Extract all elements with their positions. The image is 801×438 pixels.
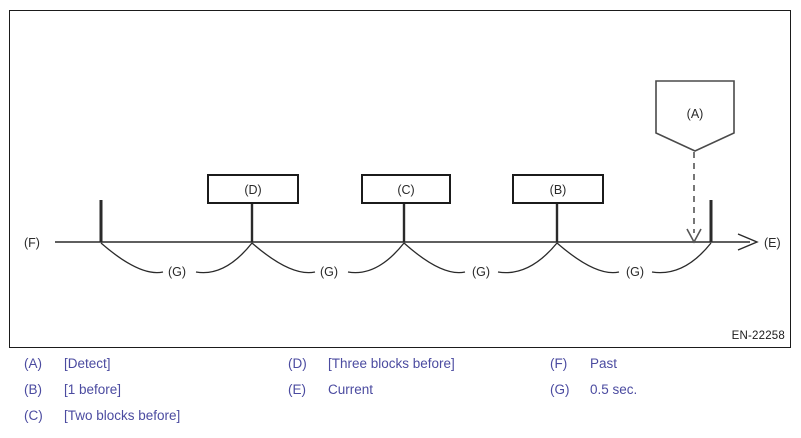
legend-key: (A)	[24, 356, 42, 371]
legend-key: (E)	[288, 382, 306, 397]
legend-key: (G)	[550, 382, 570, 397]
legend-value: Past	[590, 356, 618, 371]
legend-key: (B)	[24, 382, 42, 397]
legend-item: (F) Past	[550, 356, 637, 382]
diagram-frame	[9, 10, 791, 348]
legend-item: (G) 0.5 sec.	[550, 382, 637, 408]
legend-item: (E) Current	[288, 382, 455, 408]
legend: (A) [Detect] (B) [1 before] (C) [Two blo…	[0, 356, 801, 438]
legend-value: [1 before]	[64, 382, 122, 397]
legend-key: (C)	[24, 408, 43, 423]
legend-column-3: (F) Past (G) 0.5 sec.	[550, 356, 637, 408]
legend-key: (F)	[550, 356, 568, 371]
legend-value: [Two blocks before]	[64, 408, 181, 423]
legend-key: (D)	[288, 356, 307, 371]
legend-value: [Detect]	[64, 356, 111, 371]
legend-item: (C) [Two blocks before]	[24, 408, 180, 434]
legend-value: Current	[328, 382, 374, 397]
legend-column-2: (D) [Three blocks before] (E) Current	[288, 356, 455, 408]
legend-column-1: (A) [Detect] (B) [1 before] (C) [Two blo…	[24, 356, 180, 434]
legend-item: (D) [Three blocks before]	[288, 356, 455, 382]
legend-item: (A) [Detect]	[24, 356, 180, 382]
legend-value: [Three blocks before]	[328, 356, 455, 371]
drawing-code: EN-22258	[731, 330, 785, 342]
legend-value: 0.5 sec.	[590, 382, 638, 397]
legend-item: (B) [1 before]	[24, 382, 180, 408]
